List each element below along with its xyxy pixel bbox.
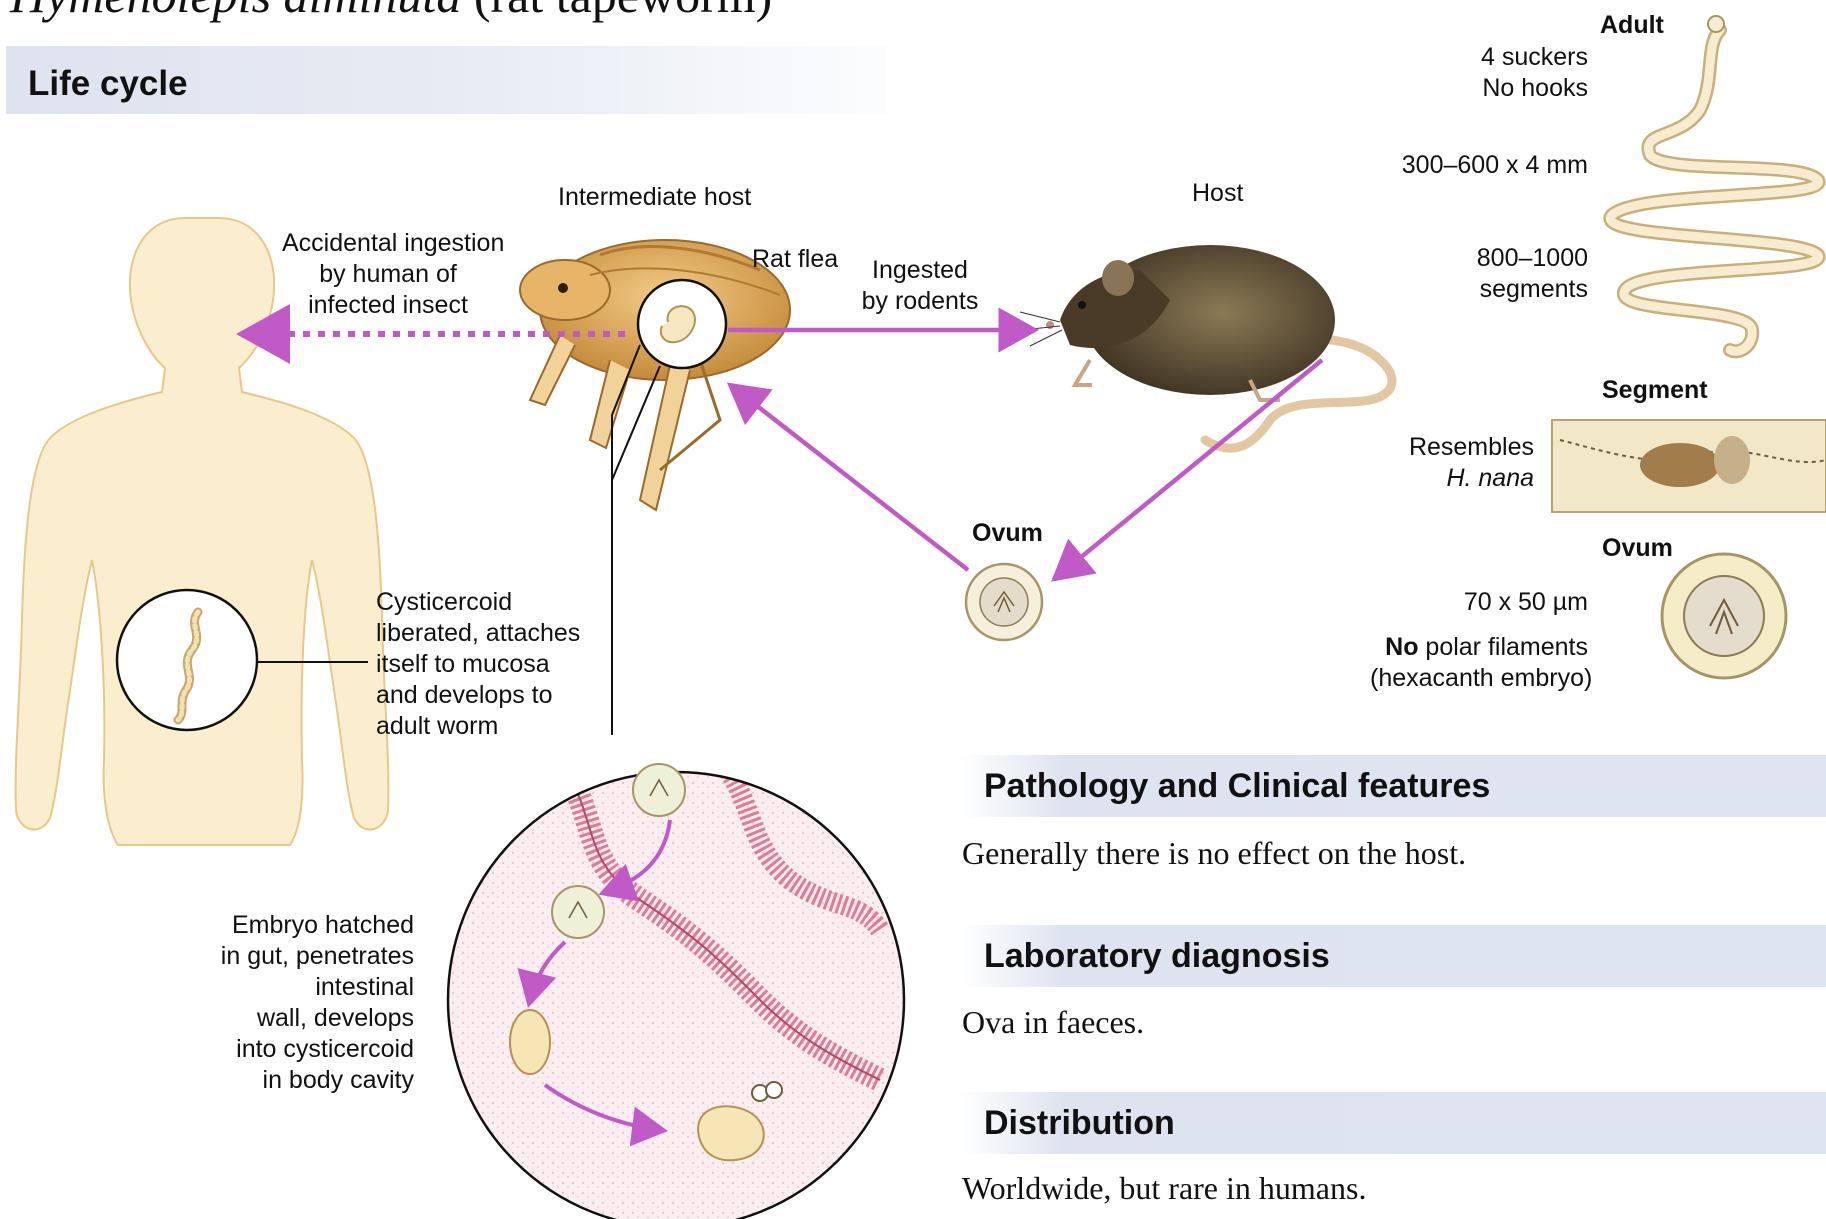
- embryo-line-1: Embryo hatched: [200, 910, 414, 941]
- segment-note-line-1: Resembles: [1390, 432, 1534, 463]
- ingested-by-rodents-label: Ingested by rodents: [860, 255, 980, 317]
- rat-illustration: [1020, 245, 1392, 448]
- adult-suckers-line-1: 4 suckers: [1440, 42, 1588, 73]
- distribution-banner: Distribution: [960, 1092, 1826, 1154]
- segment-note-line-2: H. nana: [1390, 463, 1534, 494]
- pathology-banner: Pathology and Clinical features: [960, 755, 1826, 817]
- ovum-illustration-cycle: [966, 564, 1042, 640]
- ingested-line-1: Ingested: [860, 255, 980, 286]
- host-label: Host: [1192, 178, 1243, 209]
- ovum-cycle-label: Ovum: [972, 518, 1043, 549]
- embryo-line-4: wall, develops: [200, 1003, 414, 1034]
- rat-flea-label: Rat flea: [752, 244, 838, 275]
- pathology-text: Generally there is no effect on the host…: [962, 835, 1466, 872]
- ovum-note: No polar filaments (hexacanth embryo): [1370, 632, 1588, 694]
- cysticercoid-line-4: and develops to: [376, 680, 580, 711]
- adult-segments-line-2: segments: [1440, 274, 1588, 305]
- lab-diagnosis-text: Ova in faeces.: [962, 1004, 1144, 1041]
- cysticercoid-line-5: adult worm: [376, 711, 580, 742]
- ovum-note-rest: polar filaments: [1418, 633, 1588, 661]
- ovum-size-label: 70 x 50 µm: [1420, 587, 1588, 618]
- adult-suckers-line-2: No hooks: [1440, 73, 1588, 104]
- ovum-to-flea-arrow: [734, 388, 968, 570]
- cysticercoid-description: Cysticercoid liberated, attaches itself …: [376, 587, 580, 742]
- cysticercoid-line-3: itself to mucosa: [376, 649, 580, 680]
- lab-diagnosis-title: Laboratory diagnosis: [984, 937, 1330, 976]
- ingested-line-2: by rodents: [860, 286, 980, 317]
- ovum-note-line-2: (hexacanth embryo): [1370, 663, 1588, 694]
- segment-note: Resembles H. nana: [1390, 432, 1534, 494]
- pathology-title: Pathology and Clinical features: [984, 767, 1490, 806]
- cysticercoid-line-1: Cysticercoid: [376, 587, 580, 618]
- ovum-illustration-morphology: [1662, 554, 1786, 678]
- adult-title: Adult: [1600, 10, 1664, 41]
- segment-note-species: H. nana: [1446, 464, 1534, 492]
- segment-title: Segment: [1602, 375, 1708, 406]
- adult-worm-illustration: [1610, 16, 1818, 351]
- embryo-line-2: in gut, penetrates: [200, 941, 414, 972]
- embryo-line-3: intestinal: [200, 972, 414, 1003]
- cysticercoid-line-2: liberated, attaches: [376, 618, 580, 649]
- accidental-ingestion-line-3: infected insect: [282, 290, 494, 321]
- intermediate-host-label: Intermediate host: [558, 182, 751, 213]
- adult-segments-label: 800–1000 segments: [1440, 243, 1588, 305]
- accidental-ingestion-label: Accidental ingestion by human of infecte…: [282, 228, 494, 321]
- ovum-note-bold: No: [1385, 633, 1418, 661]
- segment-illustration: [1552, 420, 1826, 512]
- ovum-morphology-title: Ovum: [1602, 533, 1673, 564]
- ovum-note-line-1: No polar filaments: [1370, 632, 1588, 663]
- adult-size-label: 300–600 x 4 mm: [1390, 150, 1588, 181]
- adult-segments-line-1: 800–1000: [1440, 243, 1588, 274]
- distribution-title: Distribution: [984, 1104, 1175, 1143]
- embryo-description: Embryo hatched in gut, penetrates intest…: [200, 910, 414, 1096]
- embryo-line-5: into cysticercoid: [200, 1034, 414, 1065]
- accidental-ingestion-line-1: Accidental ingestion: [282, 228, 494, 259]
- lab-diagnosis-banner: Laboratory diagnosis: [960, 925, 1826, 987]
- accidental-ingestion-line-2: by human of: [282, 259, 494, 290]
- adult-suckers-label: 4 suckers No hooks: [1440, 42, 1588, 104]
- distribution-text: Worldwide, but rare in humans.: [962, 1170, 1366, 1207]
- embryo-line-6: in body cavity: [200, 1065, 414, 1096]
- gut-wall-inset: [448, 740, 904, 1219]
